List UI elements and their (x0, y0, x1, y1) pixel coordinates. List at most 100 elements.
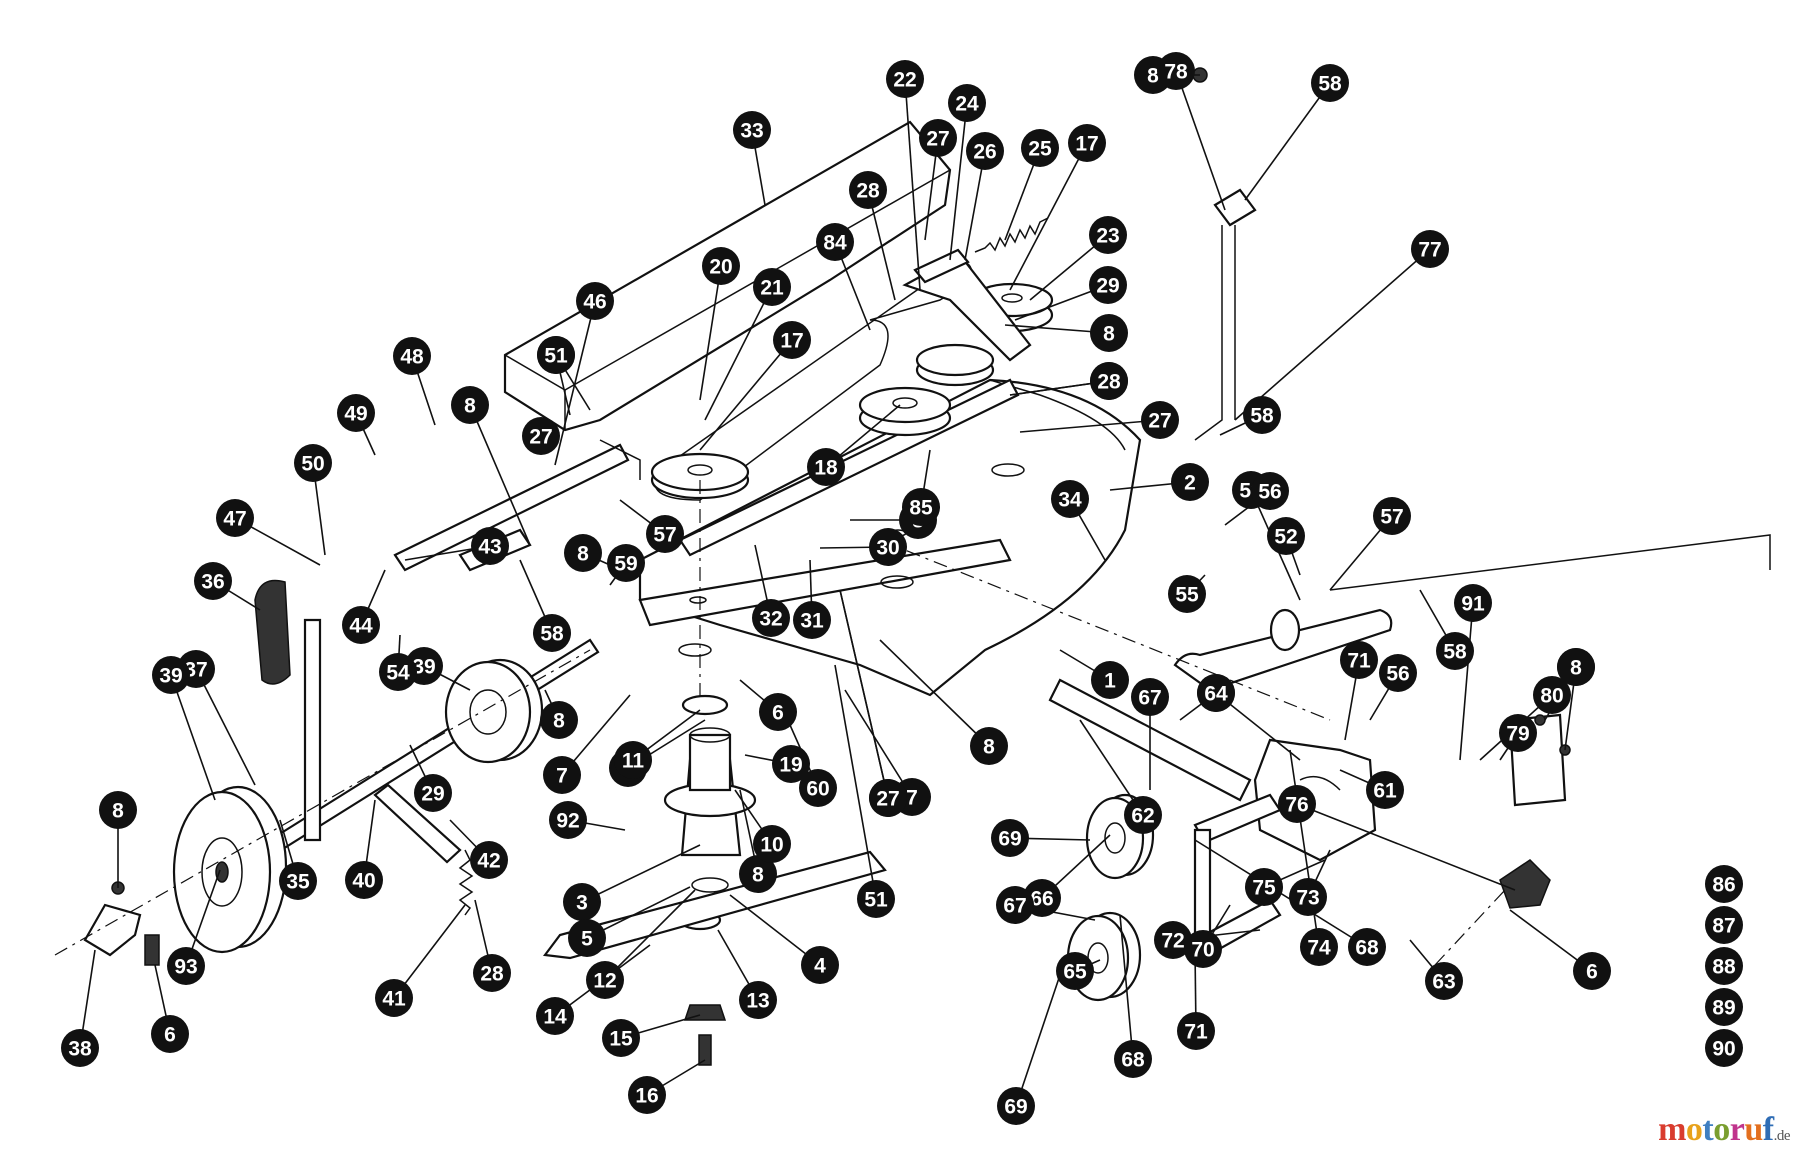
callout-17: 17 (1068, 124, 1106, 162)
callout-8: 8 (540, 701, 578, 739)
watermark-letter: o (1685, 1111, 1703, 1148)
callout-89: 89 (1705, 988, 1743, 1026)
callout-number: 14 (543, 1006, 567, 1029)
callout-number: 27 (876, 788, 899, 811)
back-idler-pulley (915, 343, 995, 387)
callout-48: 48 (393, 337, 431, 375)
callout-number: 13 (746, 990, 769, 1013)
leader-line-68 (1119, 914, 1134, 1060)
leader-line-39 (170, 674, 216, 801)
callout-14: 14 (536, 997, 574, 1035)
callout-34: 34 (1051, 480, 1089, 518)
callout-41: 41 (375, 979, 413, 1017)
adjustment-knob (1499, 859, 1551, 909)
callout-11: 11 (614, 741, 652, 779)
callout-number: 10 (760, 834, 783, 857)
callout-39: 39 (152, 656, 190, 694)
leader-line-12 (604, 889, 696, 981)
leader-line-24 (949, 102, 968, 261)
callout-47: 47 (216, 499, 254, 537)
callout-27: 27 (919, 119, 957, 157)
spindle-housing (663, 694, 757, 931)
callout-23: 23 (1089, 216, 1127, 254)
leader-line-76 (1296, 803, 1516, 891)
leader-line-37 (195, 668, 256, 786)
leader-line-77 (1234, 248, 1431, 421)
callout-18: 18 (807, 448, 845, 486)
leader-line-17 (1009, 142, 1088, 291)
callout-8: 8 (739, 855, 777, 893)
callout-33: 33 (733, 111, 771, 149)
callout-number: 44 (349, 615, 373, 638)
leader-line-46 (554, 300, 596, 466)
callout-number: 62 (1131, 805, 1154, 828)
front-wheel (172, 785, 288, 954)
callout-58: 58 (533, 614, 571, 652)
callout-number: 28 (480, 963, 504, 986)
callout-number: 3 (576, 892, 588, 915)
callout-number: 60 (806, 778, 829, 801)
callout-number: 58 (1443, 641, 1467, 664)
callout-40: 40 (345, 861, 383, 899)
rear-wheel (444, 658, 544, 764)
callout-number: 72 (1161, 930, 1184, 953)
callout-number: 30 (876, 537, 899, 560)
callout-27: 27 (869, 779, 907, 817)
callout-92: 92 (549, 801, 587, 839)
callout-number: 47 (223, 508, 246, 531)
callout-number: 89 (1712, 997, 1735, 1020)
leader-line-5 (586, 886, 691, 939)
leader-line-17 (699, 339, 793, 451)
callout-74: 74 (1300, 928, 1338, 966)
callout-number: 18 (814, 457, 838, 480)
callout-27: 27 (1141, 401, 1179, 439)
callout-28: 28 (1090, 362, 1128, 400)
callout-6: 6 (1573, 952, 1611, 990)
callout-26: 26 (966, 132, 1004, 170)
callout-58: 58 (1436, 632, 1474, 670)
callout-number: 57 (653, 524, 676, 547)
callout-number: 17 (1075, 133, 1098, 156)
callout-number: 7 (906, 787, 918, 810)
callout-61: 61 (1366, 771, 1404, 809)
callout-number: 51 (864, 889, 888, 912)
callout-68: 68 (1114, 1040, 1152, 1078)
callout-number: 46 (583, 291, 606, 314)
callout-number: 27 (529, 426, 552, 449)
callout-88: 88 (1705, 947, 1743, 985)
callout-4: 4 (801, 946, 839, 984)
callout-38: 38 (61, 1029, 99, 1067)
callout-number: 57 (1380, 506, 1403, 529)
callout-number: 11 (622, 750, 645, 773)
callout-number: 50 (301, 453, 324, 476)
callout-1: 1 (1091, 661, 1129, 699)
callout-number: 41 (382, 988, 406, 1011)
callout-number: 52 (1274, 526, 1297, 549)
callout-35: 35 (279, 862, 317, 900)
watermark-letter: o (1713, 1111, 1730, 1148)
callout-number: 8 (577, 543, 589, 566)
callout-77: 77 (1411, 230, 1449, 268)
callout-number: 34 (1058, 489, 1082, 512)
callout-number: 39 (412, 656, 435, 679)
callout-42: 42 (470, 841, 508, 879)
callout-number: 8 (983, 736, 995, 759)
callout-number: 32 (759, 608, 782, 631)
callout-number: 8 (752, 864, 764, 887)
callout-number: 4 (814, 955, 826, 978)
callout-number: 58 (1250, 405, 1274, 428)
callout-number: 36 (201, 571, 224, 594)
callout-number: 8 (553, 710, 565, 733)
callout-60: 60 (799, 769, 837, 807)
callout-number: 23 (1096, 225, 1119, 248)
callout-91: 91 (1454, 584, 1492, 622)
callout-84: 84 (816, 223, 854, 261)
callout-85: 85 (902, 488, 940, 526)
callout-number: 71 (1184, 1021, 1208, 1044)
callout-67: 67 (1131, 678, 1169, 716)
callout-number: 24 (955, 93, 979, 116)
callout-57: 57 (1373, 497, 1411, 535)
callout-number: 29 (421, 783, 444, 806)
height-adjust-rack (373, 783, 462, 864)
callout-number: 77 (1418, 239, 1441, 262)
